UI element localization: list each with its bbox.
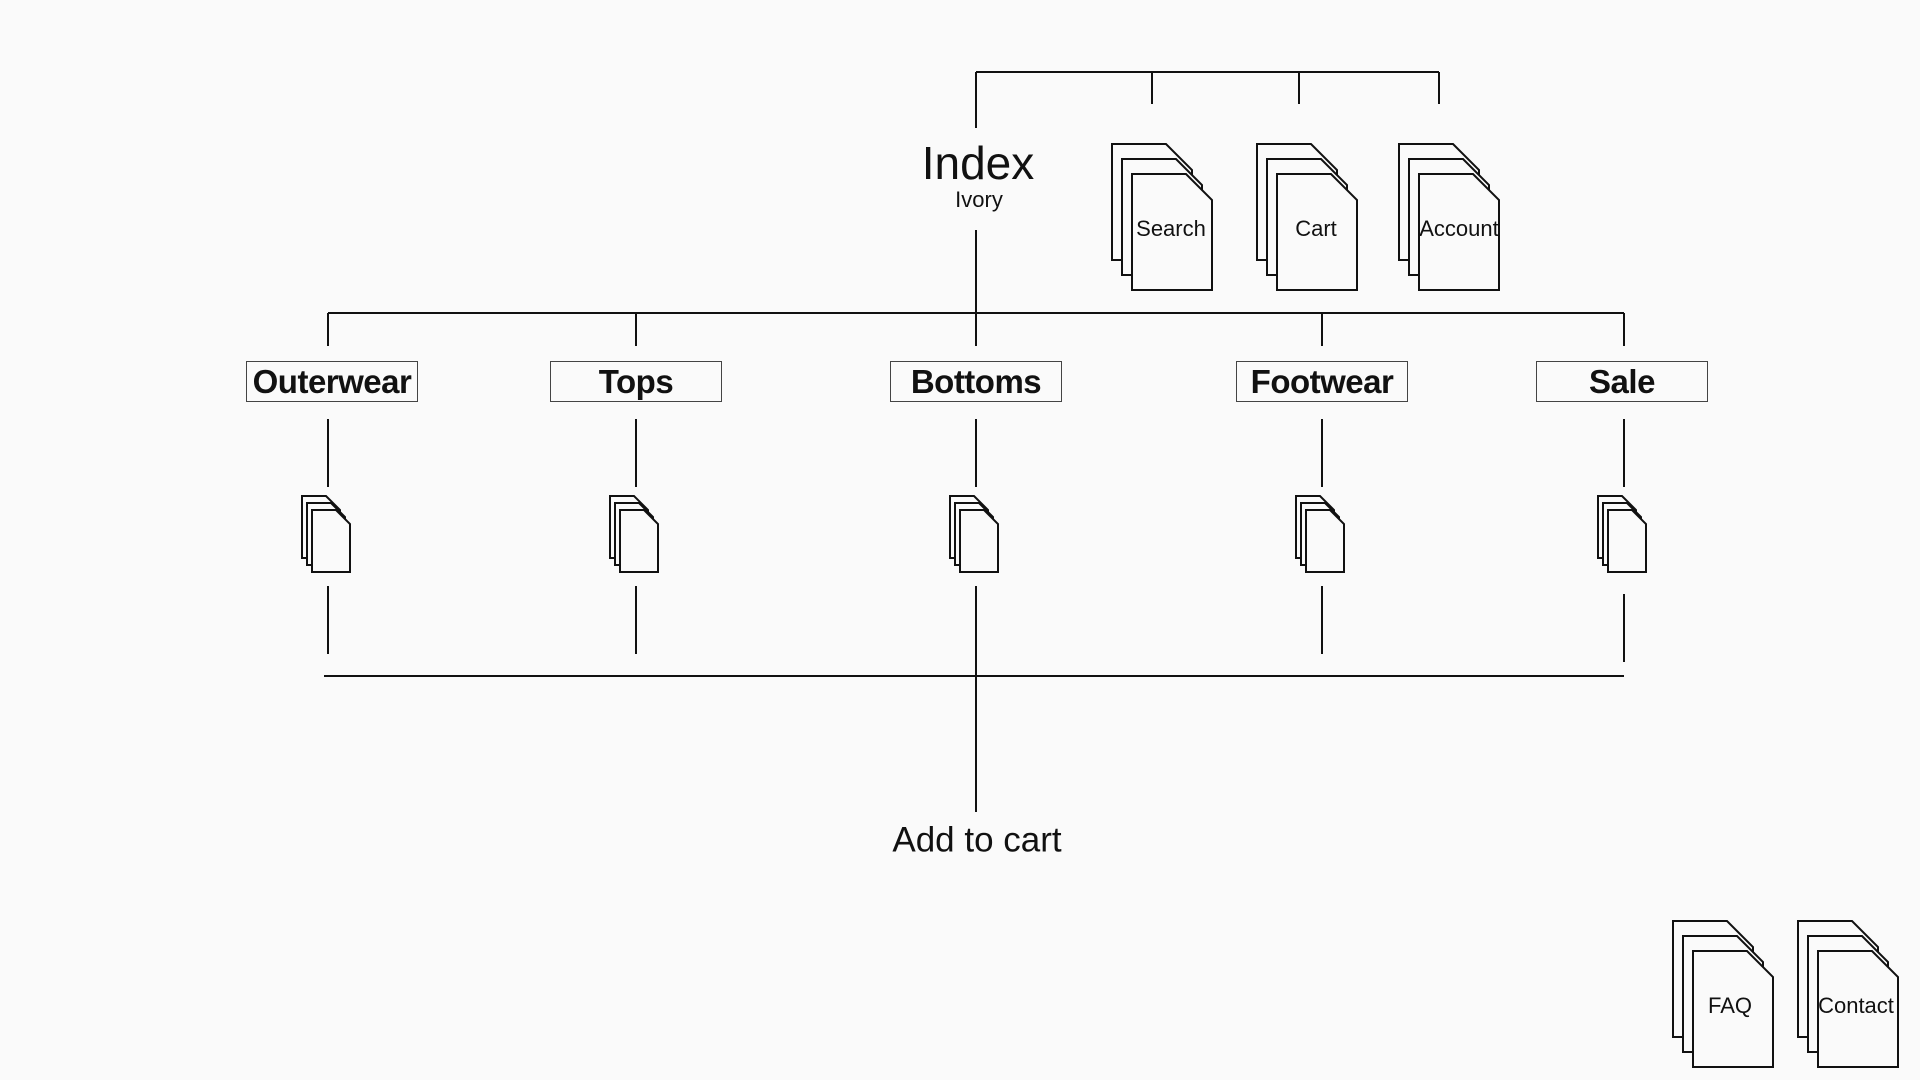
page-stack-icon xyxy=(1797,920,1899,1068)
root-title: Index xyxy=(921,137,1035,189)
footer-page-faq-label: FAQ xyxy=(1707,993,1753,1018)
page-stack-icon xyxy=(1111,143,1213,291)
category-box-footwear: Footwear xyxy=(1236,361,1408,402)
category-label: Tops xyxy=(598,362,674,400)
connector-lines xyxy=(324,71,1625,812)
category-box-sale: Sale xyxy=(1536,361,1708,402)
page-stack-icon xyxy=(1295,495,1345,573)
category-label: Footwear xyxy=(1250,362,1394,400)
page-stack-icon xyxy=(609,495,659,573)
category-label: Sale xyxy=(1589,362,1655,400)
category-box-bottoms: Bottoms xyxy=(890,361,1062,402)
utility-page-cart-label: Cart xyxy=(1295,216,1337,241)
category-box-tops: Tops xyxy=(550,361,722,402)
root-subtitle: Ivory xyxy=(955,187,1003,212)
category-box-outerwear: Outerwear xyxy=(246,361,418,402)
page-stack-icon xyxy=(1597,495,1647,573)
category-label: Bottoms xyxy=(910,362,1042,400)
page-stack-icon xyxy=(949,495,999,573)
utility-page-account-label: Account xyxy=(1419,216,1499,241)
footer-page-contact-label: Contact xyxy=(1818,993,1894,1018)
page-stack-icon xyxy=(1398,143,1500,291)
add-to-cart-label: Add to cart xyxy=(892,820,1062,860)
category-label: Outerwear xyxy=(252,362,412,400)
page-stack-icon xyxy=(1256,143,1358,291)
page-stack-icon xyxy=(301,495,351,573)
utility-page-search-label: Search xyxy=(1136,216,1206,241)
page-stack-icon xyxy=(1672,920,1774,1068)
